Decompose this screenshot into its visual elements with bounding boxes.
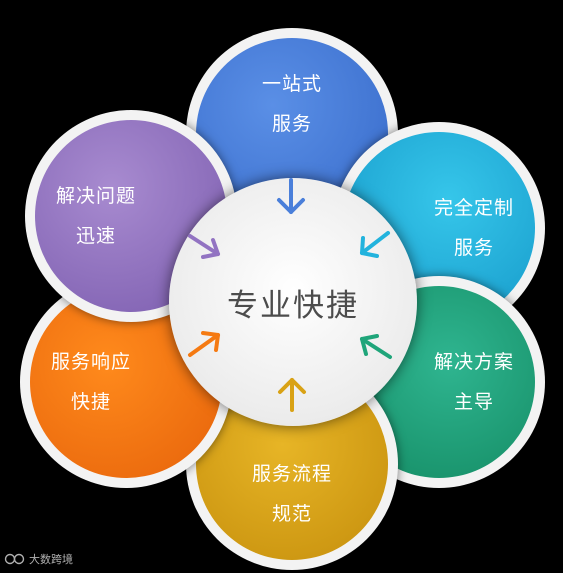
watermark: 大数跨境: [4, 549, 73, 569]
petal-bottom-line-2: 规范: [271, 503, 312, 525]
petal-top-line-1: 一站式: [261, 73, 322, 95]
center-hub: 专业快捷: [169, 178, 417, 426]
watermark-text: 大数跨境: [29, 553, 73, 566]
petal-bottom-left-line-2: 快捷: [70, 391, 111, 413]
center-label: 专业快捷: [227, 287, 359, 324]
watermark-logo-icon: [4, 553, 25, 565]
petal-bottom-line-1: 服务流程: [251, 463, 332, 485]
petal-top-left-line-1: 解决问题: [55, 185, 136, 207]
petal-top-left-line-2: 迅速: [75, 225, 116, 247]
petal-top-line-2: 服务: [271, 113, 312, 135]
petal-bottom-right-line-1: 解决方案: [433, 351, 514, 373]
petal-bottom-right-line-2: 主导: [453, 391, 494, 413]
petal-bottom-left-line-1: 服务响应: [50, 351, 131, 373]
petal-top-right-line-1: 完全定制: [433, 197, 514, 219]
petal-top-right-line-2: 服务: [453, 237, 494, 259]
